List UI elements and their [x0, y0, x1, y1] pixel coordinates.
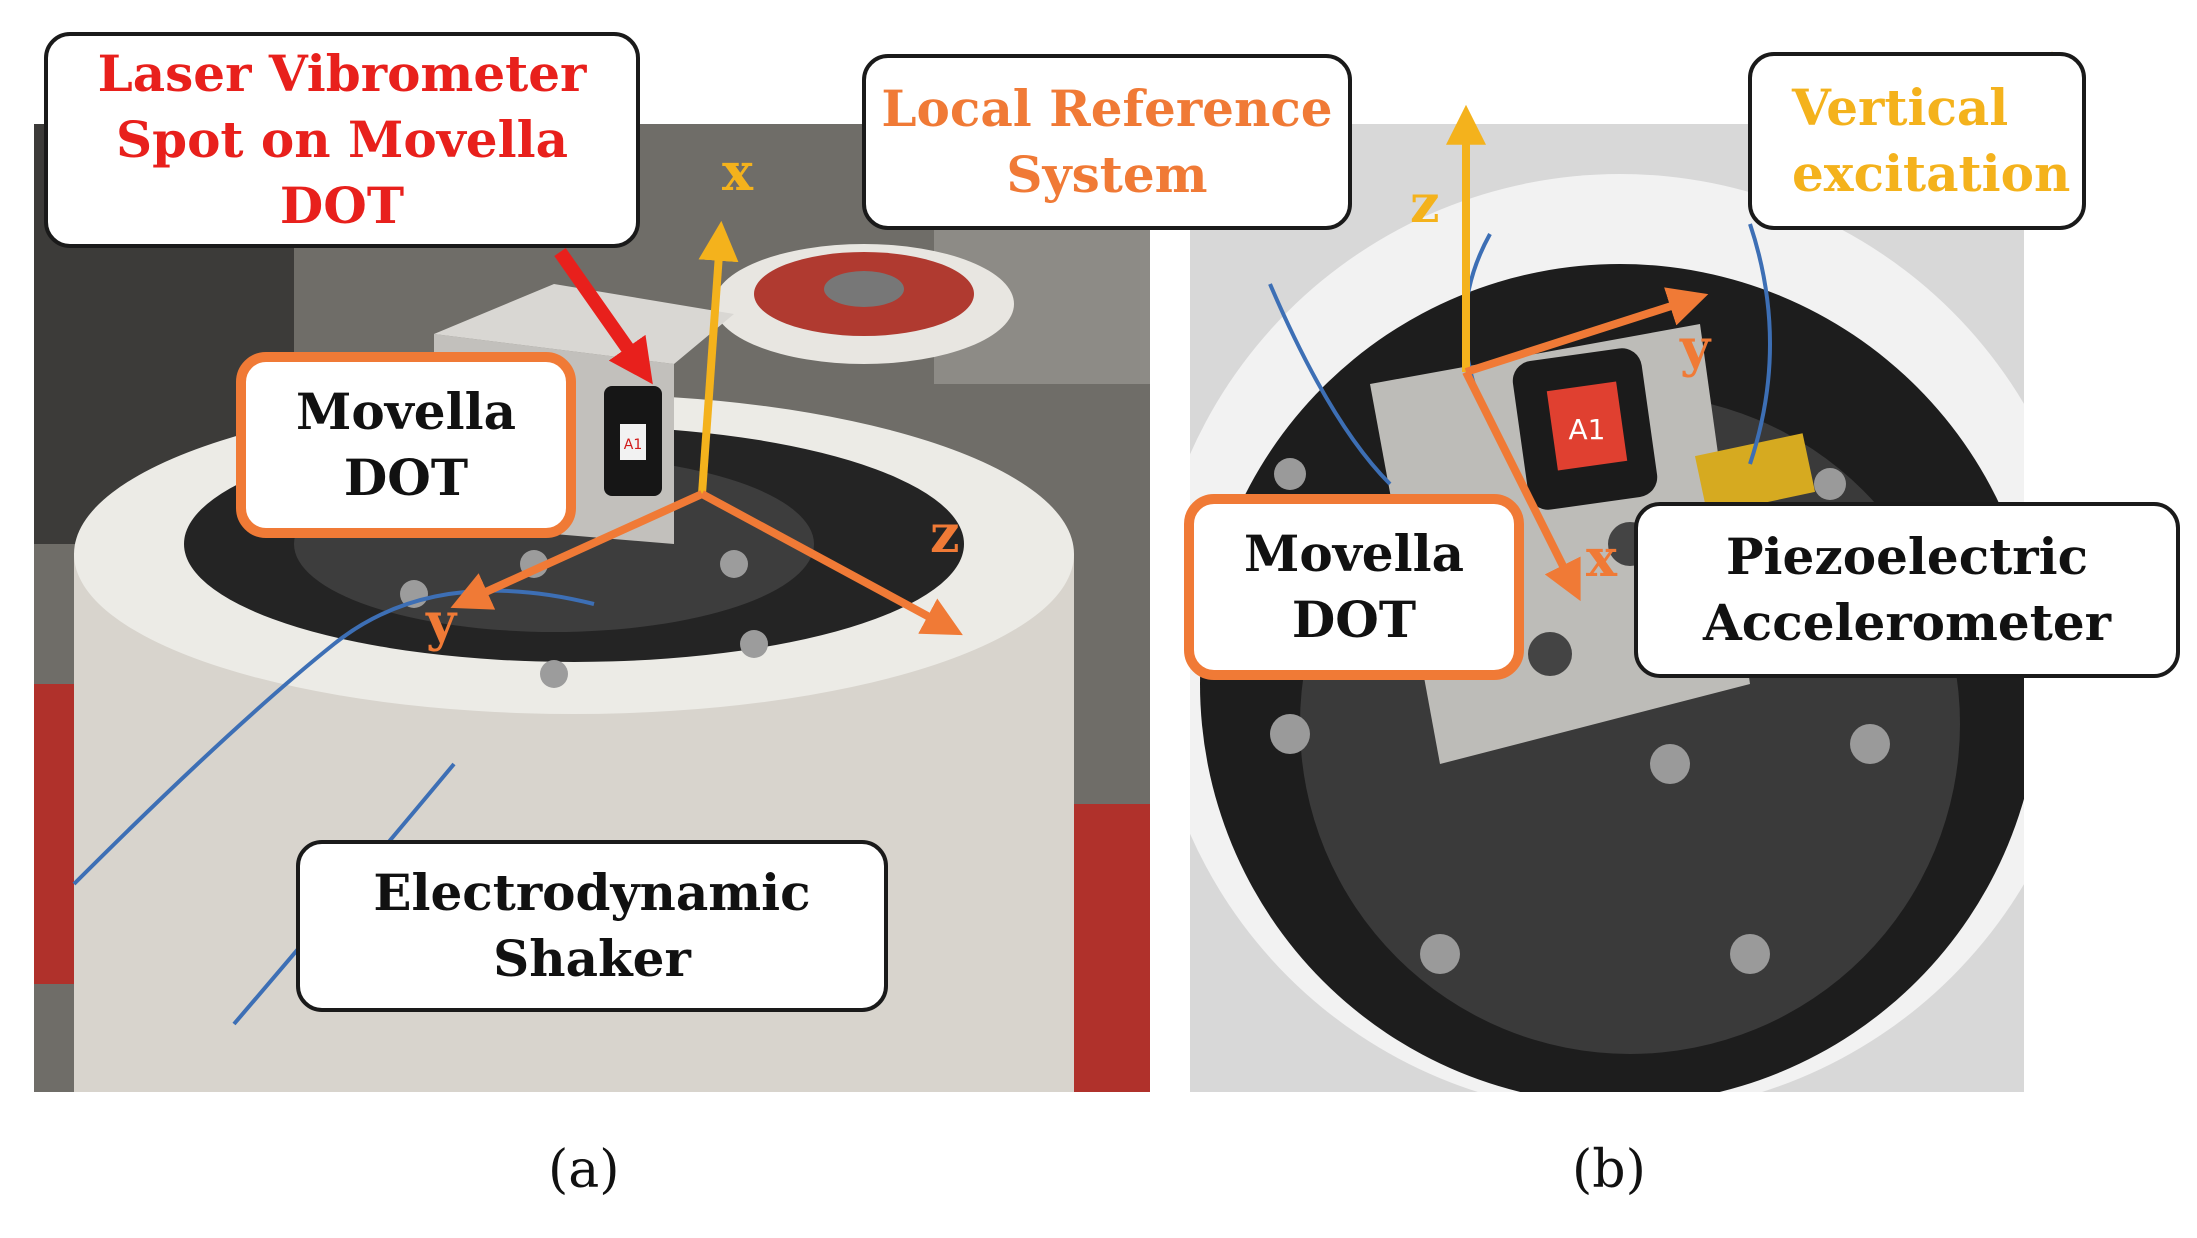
piezoelectric-accelerometer-callout: Piezoelectric Accelerometer [1634, 502, 2180, 678]
y-axis-arrow-a [450, 490, 704, 610]
local-reference-system-callout: Local Reference System [862, 54, 1352, 230]
vertical-excitation-callout: Vertical excitation [1748, 52, 2086, 230]
caption-panel-a: (a) [548, 1140, 620, 1200]
electrodynamic-shaker-callout: Electrodynamic Shaker [296, 840, 888, 1012]
y-axis-arrow-b [1464, 287, 1709, 376]
z-axis-label-b: z [1410, 174, 1440, 235]
device-label-b: A1 [1569, 413, 1606, 446]
movella-dot-callout-a: Movella DOT [236, 352, 576, 538]
laser-spot-arrow [554, 247, 653, 385]
y-axis-label-a: y [425, 592, 458, 653]
laser-vibrometer-callout: Laser Vibrometer Spot on Movella DOT [44, 32, 640, 248]
device-label-a: A1 [624, 437, 642, 453]
z-axis-arrow-a [700, 490, 963, 636]
caption-panel-b: (b) [1572, 1140, 1646, 1200]
photo-panel-a: A1 [34, 124, 1150, 1092]
x-axis-arrow-b [1462, 370, 1581, 602]
shaker-scene-a: A1 [34, 124, 1150, 1092]
x-axis-arrow-a [698, 220, 739, 495]
z-axis-label-a: z [930, 504, 960, 565]
y-axis-label-b: y [1679, 318, 1712, 379]
x-axis-label-b: x [1586, 528, 1618, 589]
x-axis-label-a: x [722, 142, 754, 203]
movella-dot-callout-b: Movella DOT [1184, 494, 1524, 680]
